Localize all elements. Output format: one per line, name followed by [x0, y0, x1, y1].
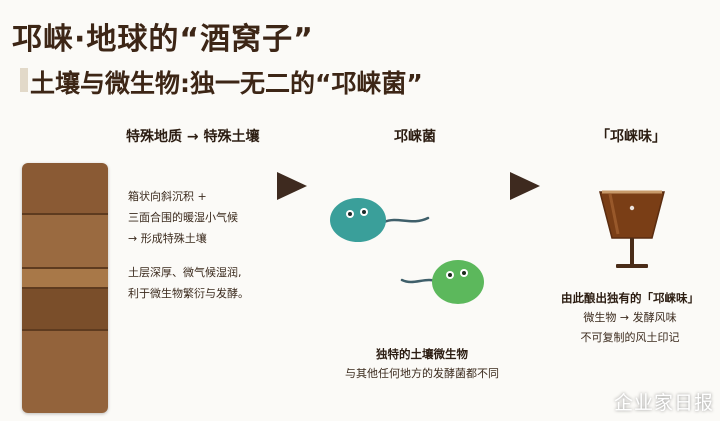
soil-layer [22, 331, 108, 413]
microbe-caption: 独特的土壤微生物 与其他任何地方的发酵菌都不同 [332, 344, 512, 384]
soil-line: 利于微生物繁衍与发酵。 [128, 287, 249, 300]
soil-layer [22, 289, 108, 331]
taste-caption-line: 不可复制的风土印记 [580, 331, 680, 344]
soil-layer [22, 215, 108, 269]
microbe-green-icon [400, 260, 484, 304]
soil-layer [22, 163, 108, 215]
microbe-heading: 邛崃菌 [394, 129, 436, 145]
soil-line: 土层深厚、微气候湿润, [128, 266, 242, 279]
page-title: 邛崃·地球的“酒窝子” [12, 22, 314, 57]
taste-caption-bold: 由此酿出独有的「邛崃味」 [561, 291, 699, 305]
wine-glass-icon [599, 190, 665, 268]
taste-heading: 「邛崃味」 [596, 129, 666, 145]
microbe-caption-line: 与其他任何地方的发酵菌都不同 [345, 367, 499, 380]
soil-line: → 形成特殊土壤 [128, 232, 207, 245]
arrow-right-icon [510, 172, 540, 200]
arrow-right-icon [277, 172, 307, 200]
soil-description: 箱状向斜沉积 + 三面合围的暖湿小气候 → 形成特殊土壤 [128, 186, 238, 249]
soil-line: 三面合围的暖湿小气候 [128, 211, 238, 224]
microbe-teal-icon [330, 198, 430, 242]
soil-description-2: 土层深厚、微气候湿润, 利于微生物繁衍与发酵。 [128, 262, 249, 304]
soil-layer [22, 269, 108, 289]
taste-caption: 由此酿出独有的「邛崃味」 微生物 → 发酵风味 不可复制的风土印记 [540, 288, 720, 348]
subtitle-mark [20, 68, 28, 92]
soil-heading: 特殊地质 → 特殊土壤 [126, 129, 260, 145]
soil-column [22, 163, 108, 413]
soil-line: 箱状向斜沉积 + [128, 190, 207, 203]
microbe-caption-bold: 独特的土壤微生物 [376, 347, 468, 361]
watermark: 企业家日报 [613, 392, 714, 414]
taste-caption-line: 微生物 → 发酵风味 [583, 311, 677, 324]
page-subtitle: 土壤与微生物:独一无二的“邛崃菌” [30, 69, 423, 98]
